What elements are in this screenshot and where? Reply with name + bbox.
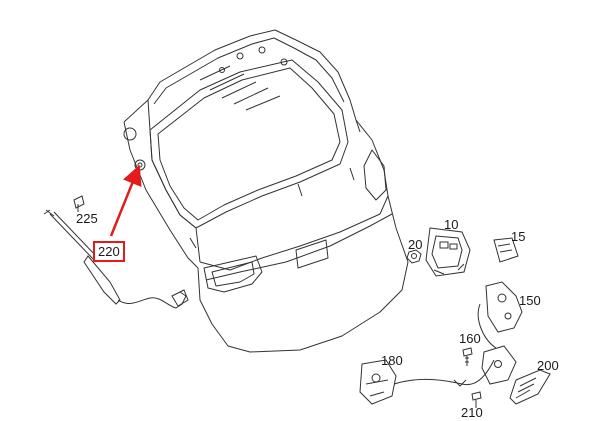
handle-200 bbox=[509, 369, 551, 405]
liftgate-lower-panel bbox=[197, 195, 409, 353]
switch-15 bbox=[493, 237, 519, 263]
callout-20[interactable]: 20 bbox=[408, 237, 423, 252]
callout-220-highlighted[interactable]: 220 bbox=[93, 241, 125, 262]
screw-210 bbox=[471, 391, 482, 408]
lower-panel-crease bbox=[205, 213, 393, 281]
upper-hole-3 bbox=[280, 58, 288, 66]
actuator-cable-end bbox=[453, 379, 467, 387]
strut-wire-harness bbox=[117, 291, 187, 309]
callout-15[interactable]: 15 bbox=[511, 229, 526, 244]
liftgate-upper-frame bbox=[147, 29, 361, 133]
callout-210[interactable]: 210 bbox=[461, 405, 483, 420]
callout-180[interactable]: 180 bbox=[381, 353, 403, 368]
strut-connector bbox=[171, 289, 189, 307]
callout-150[interactable]: 150 bbox=[519, 293, 541, 308]
release-150 bbox=[477, 281, 523, 349]
strut-cylinder bbox=[83, 255, 121, 305]
latch-module bbox=[481, 345, 517, 385]
liftgate-left-pillar bbox=[123, 99, 201, 269]
strut-end-fitting bbox=[43, 209, 55, 217]
liftgate-right-side bbox=[199, 119, 389, 271]
strut-rod-edge bbox=[53, 211, 99, 259]
right-taillamp-pocket bbox=[363, 149, 387, 201]
callout-200[interactable]: 200 bbox=[537, 358, 559, 373]
strut-rod bbox=[49, 213, 97, 263]
left-hinge-boss bbox=[123, 127, 137, 141]
liftgate-assembly bbox=[123, 29, 409, 353]
highlight-arrow bbox=[109, 164, 142, 237]
callout-225[interactable]: 225 bbox=[76, 211, 98, 226]
left-taillamp-inner bbox=[211, 261, 255, 287]
actuator-cable bbox=[393, 359, 495, 386]
license-plate-lamp-pocket bbox=[295, 239, 329, 269]
upper-hole-2 bbox=[258, 46, 266, 54]
rear-glass-opening-inner bbox=[157, 67, 341, 221]
callout-10[interactable]: 10 bbox=[444, 217, 459, 232]
actuator-180 bbox=[359, 359, 495, 405]
clip-225 bbox=[73, 195, 85, 212]
liftgate-upper-frame-inner bbox=[153, 37, 345, 105]
upper-hole-1 bbox=[236, 52, 244, 60]
side-clip-detail bbox=[189, 167, 355, 249]
left-taillamp bbox=[203, 255, 263, 293]
liftgate-strut-220 bbox=[43, 209, 189, 309]
nut-20 bbox=[406, 249, 422, 264]
strut-ball-mount-inner bbox=[137, 162, 143, 168]
callout-160[interactable]: 160 bbox=[459, 331, 481, 346]
screw-160 bbox=[462, 347, 473, 366]
top-rib-detail bbox=[199, 65, 281, 111]
upper-hole-4 bbox=[219, 67, 225, 73]
latch-10 bbox=[425, 227, 471, 277]
